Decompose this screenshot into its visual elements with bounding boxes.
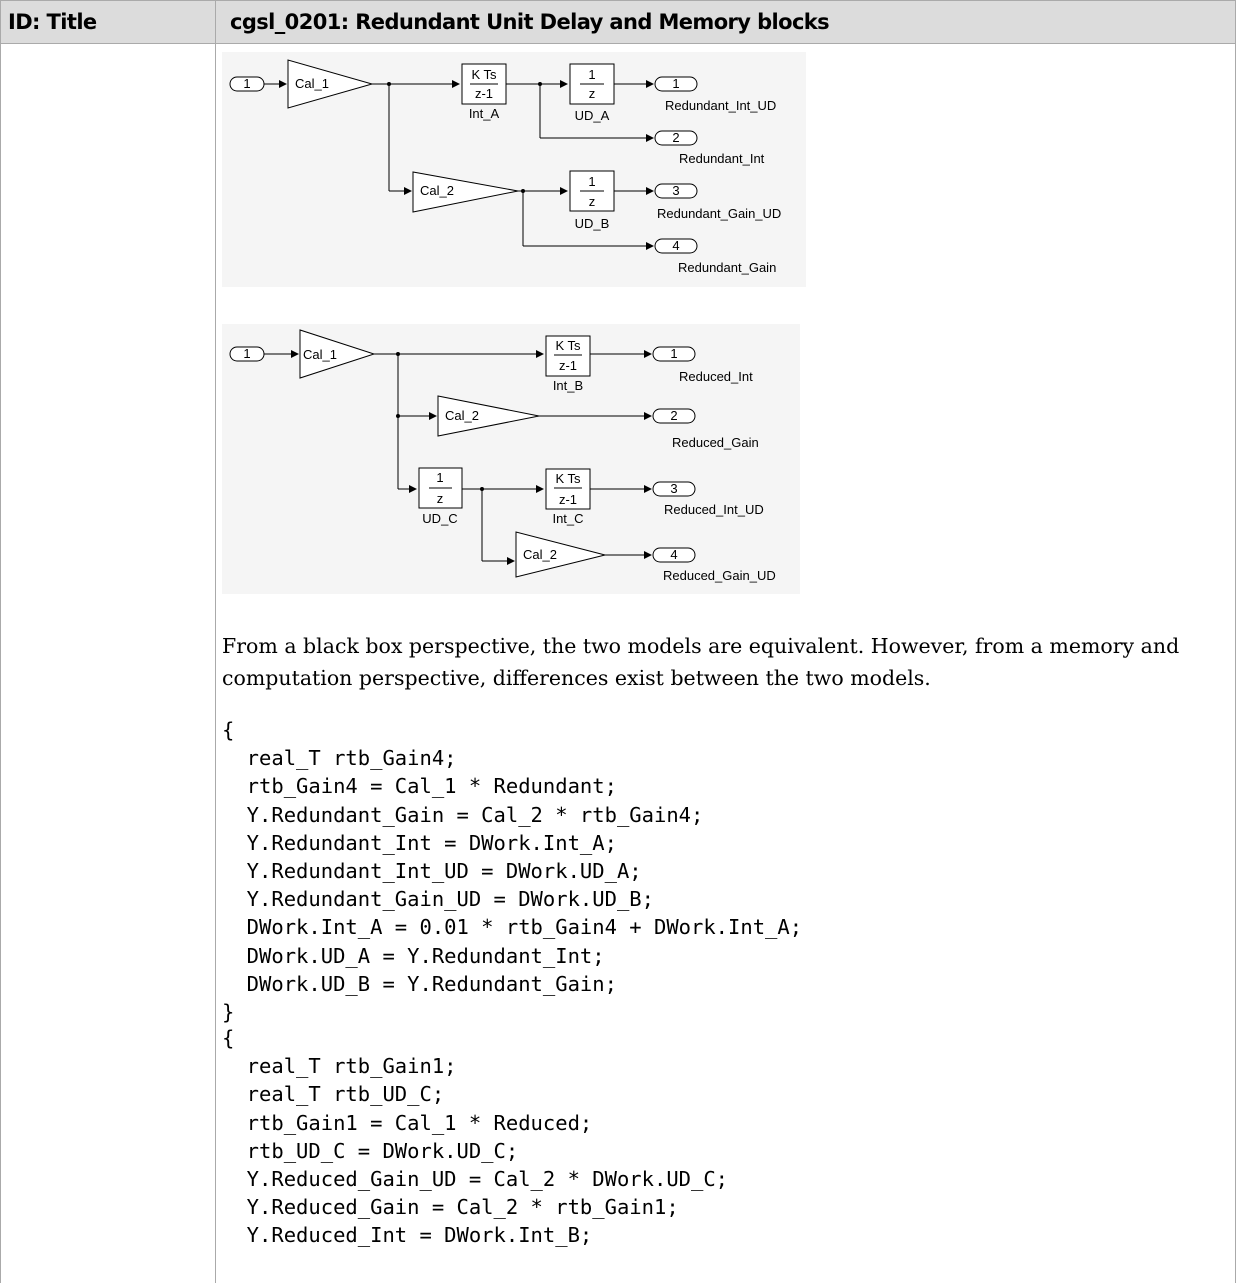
column-divider: [215, 0, 216, 1283]
gain-block-cal1: Cal_1: [287, 59, 374, 109]
table-left-border: [0, 0, 1, 1283]
unit-delay-block: 1 z UD_B: [569, 170, 615, 231]
delay-numerator: 1: [588, 67, 595, 82]
block-name: Int_B: [553, 378, 583, 393]
gain-label: Cal_2: [420, 183, 454, 198]
table-header-row: ID: Title cgsl_0201: Redundant Unit Dela…: [0, 0, 1236, 44]
block-name: UD_C: [422, 511, 457, 526]
integrator-block: K Ts z-1 Int_B: [545, 335, 591, 393]
unit-delay-block: 1 z UD_A: [569, 63, 615, 123]
code-block-redundant: { real_T rtb_Gain4; rtb_Gain4 = Cal_1 * …: [222, 718, 803, 1025]
outport-number: 4: [670, 547, 677, 562]
gain-block-cal2: Cal_2: [515, 531, 606, 578]
inport-block: 1: [229, 76, 265, 92]
outport-label: Redundant_Gain: [678, 260, 776, 275]
outport-label: Reduced_Int: [679, 369, 753, 384]
redundant-model-diagram: 1 Cal_1 K Ts z-1 Int_A 1 z UD_A: [222, 52, 806, 287]
block-name: UD_A: [575, 108, 610, 123]
delay-denominator: z: [589, 194, 596, 209]
outport-block: 2 Redundant_Int: [654, 130, 765, 166]
outport-number: 1: [670, 346, 677, 361]
code-block-reduced: { real_T rtb_Gain1; real_T rtb_UD_C; rtb…: [222, 1026, 729, 1248]
integrator-denominator: z-1: [475, 86, 493, 101]
outport-label: Reduced_Gain: [672, 435, 759, 450]
integrator-numerator: K Ts: [555, 338, 581, 353]
gain-block-cal2: Cal_2: [437, 395, 540, 437]
block-name: Int_A: [469, 106, 500, 121]
integrator-denominator: z-1: [559, 358, 577, 373]
outport-block: 3 Reduced_Int_UD: [652, 481, 764, 517]
outport-label: Redundant_Int: [679, 151, 765, 166]
outport-label: Reduced_Int_UD: [664, 502, 764, 517]
header-guideline-title: cgsl_0201: Redundant Unit Delay and Memo…: [230, 10, 830, 34]
delay-denominator: z: [589, 86, 596, 101]
inport-block: 1: [229, 346, 265, 362]
gain-label: Cal_2: [523, 547, 557, 562]
gain-label: Cal_1: [303, 347, 337, 362]
outport-block: 3 Redundant_Gain_UD: [654, 183, 781, 221]
gain-label: Cal_2: [445, 408, 479, 423]
integrator-denominator: z-1: [559, 492, 577, 507]
integrator-numerator: K Ts: [555, 471, 581, 486]
outport-number: 2: [670, 408, 677, 423]
gain-label: Cal_1: [295, 76, 329, 91]
outport-block: 2 Reduced_Gain: [652, 408, 759, 450]
delay-numerator: 1: [436, 470, 443, 485]
gain-block-cal2: Cal_2: [412, 171, 519, 213]
delay-numerator: 1: [588, 174, 595, 189]
outport-number: 4: [672, 238, 679, 253]
outport-label: Reduced_Gain_UD: [663, 568, 776, 583]
reduced-model-diagram: 1 Cal_1 K Ts z-1 Int_B Cal_2 1 z: [222, 324, 800, 594]
outport-number: 2: [672, 130, 679, 145]
outport-block: 1 Reduced_Int: [652, 346, 753, 384]
inport-number: 1: [243, 346, 250, 361]
outport-number: 1: [672, 76, 679, 91]
block-name: Int_C: [552, 511, 583, 526]
outport-block: 4 Redundant_Gain: [654, 238, 776, 275]
delay-denominator: z: [437, 491, 444, 506]
unit-delay-block: 1 z UD_C: [418, 467, 463, 526]
outport-block: 1 Redundant_Int_UD: [654, 76, 776, 113]
outport-label: Redundant_Gain_UD: [657, 206, 781, 221]
header-id-title: ID: Title: [8, 10, 97, 34]
outport-number: 3: [672, 183, 679, 198]
description-paragraph: From a black box perspective, the two mo…: [222, 634, 1180, 690]
integrator-numerator: K Ts: [471, 67, 497, 82]
outport-number: 3: [670, 481, 677, 496]
outport-label: Redundant_Int_UD: [665, 98, 776, 113]
block-name: UD_B: [575, 216, 610, 231]
integrator-block: K Ts z-1 Int_C: [545, 468, 591, 526]
gain-block-cal1: Cal_1: [299, 329, 376, 379]
outport-block: 4 Reduced_Gain_UD: [652, 547, 776, 583]
integrator-block: K Ts z-1 Int_A: [461, 63, 507, 121]
inport-number: 1: [243, 76, 250, 91]
